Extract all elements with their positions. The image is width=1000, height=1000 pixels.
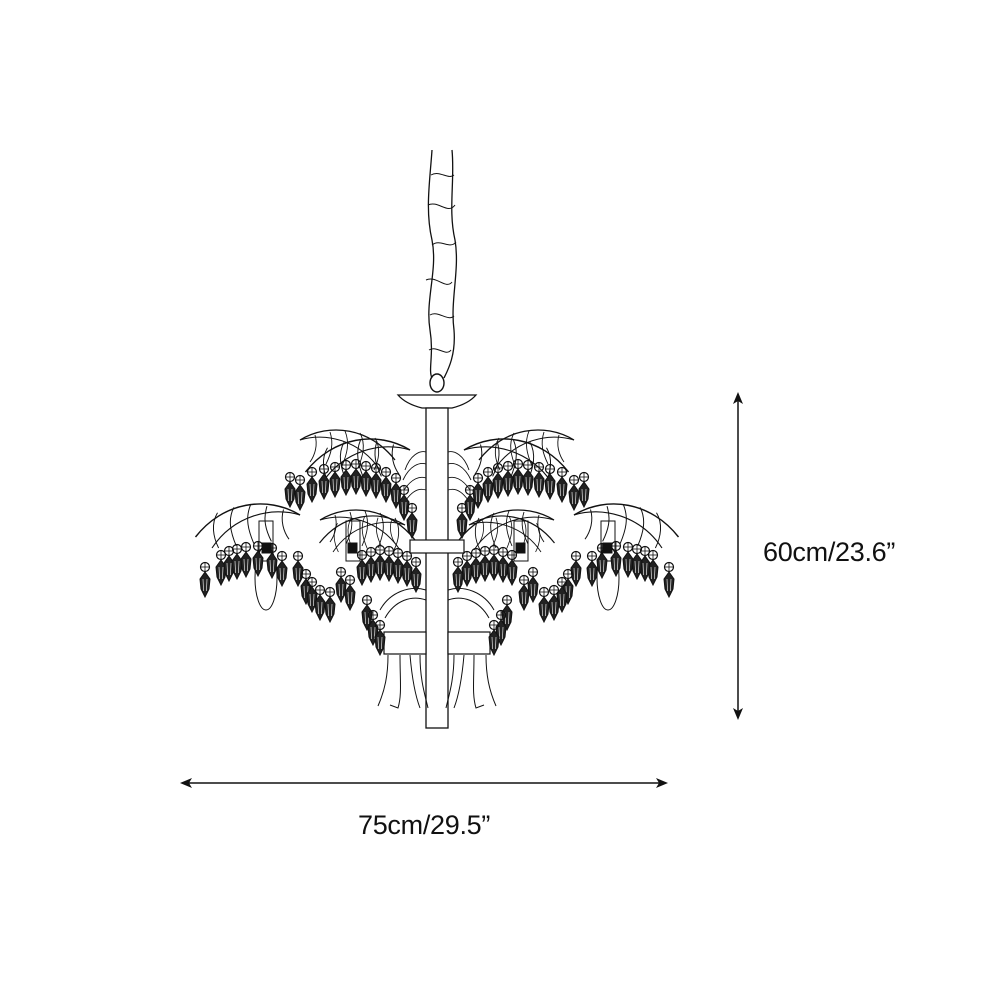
outer-frond-right	[458, 504, 679, 552]
lower-band-left	[383, 631, 427, 655]
height-dimension-label: 60cm/23.6”	[763, 537, 896, 567]
chain-ring	[429, 373, 445, 393]
width-dimension-arrow	[180, 778, 668, 788]
lower-band-right	[447, 631, 491, 655]
lower-leaves	[377, 587, 497, 709]
chain	[425, 149, 458, 393]
height-dimension-arrow	[733, 392, 743, 720]
width-dimension-label: 75cm/29.5”	[358, 810, 491, 840]
central-stem	[396, 394, 478, 729]
outer-frond-left	[194, 503, 416, 553]
center-fronds	[402, 451, 472, 501]
